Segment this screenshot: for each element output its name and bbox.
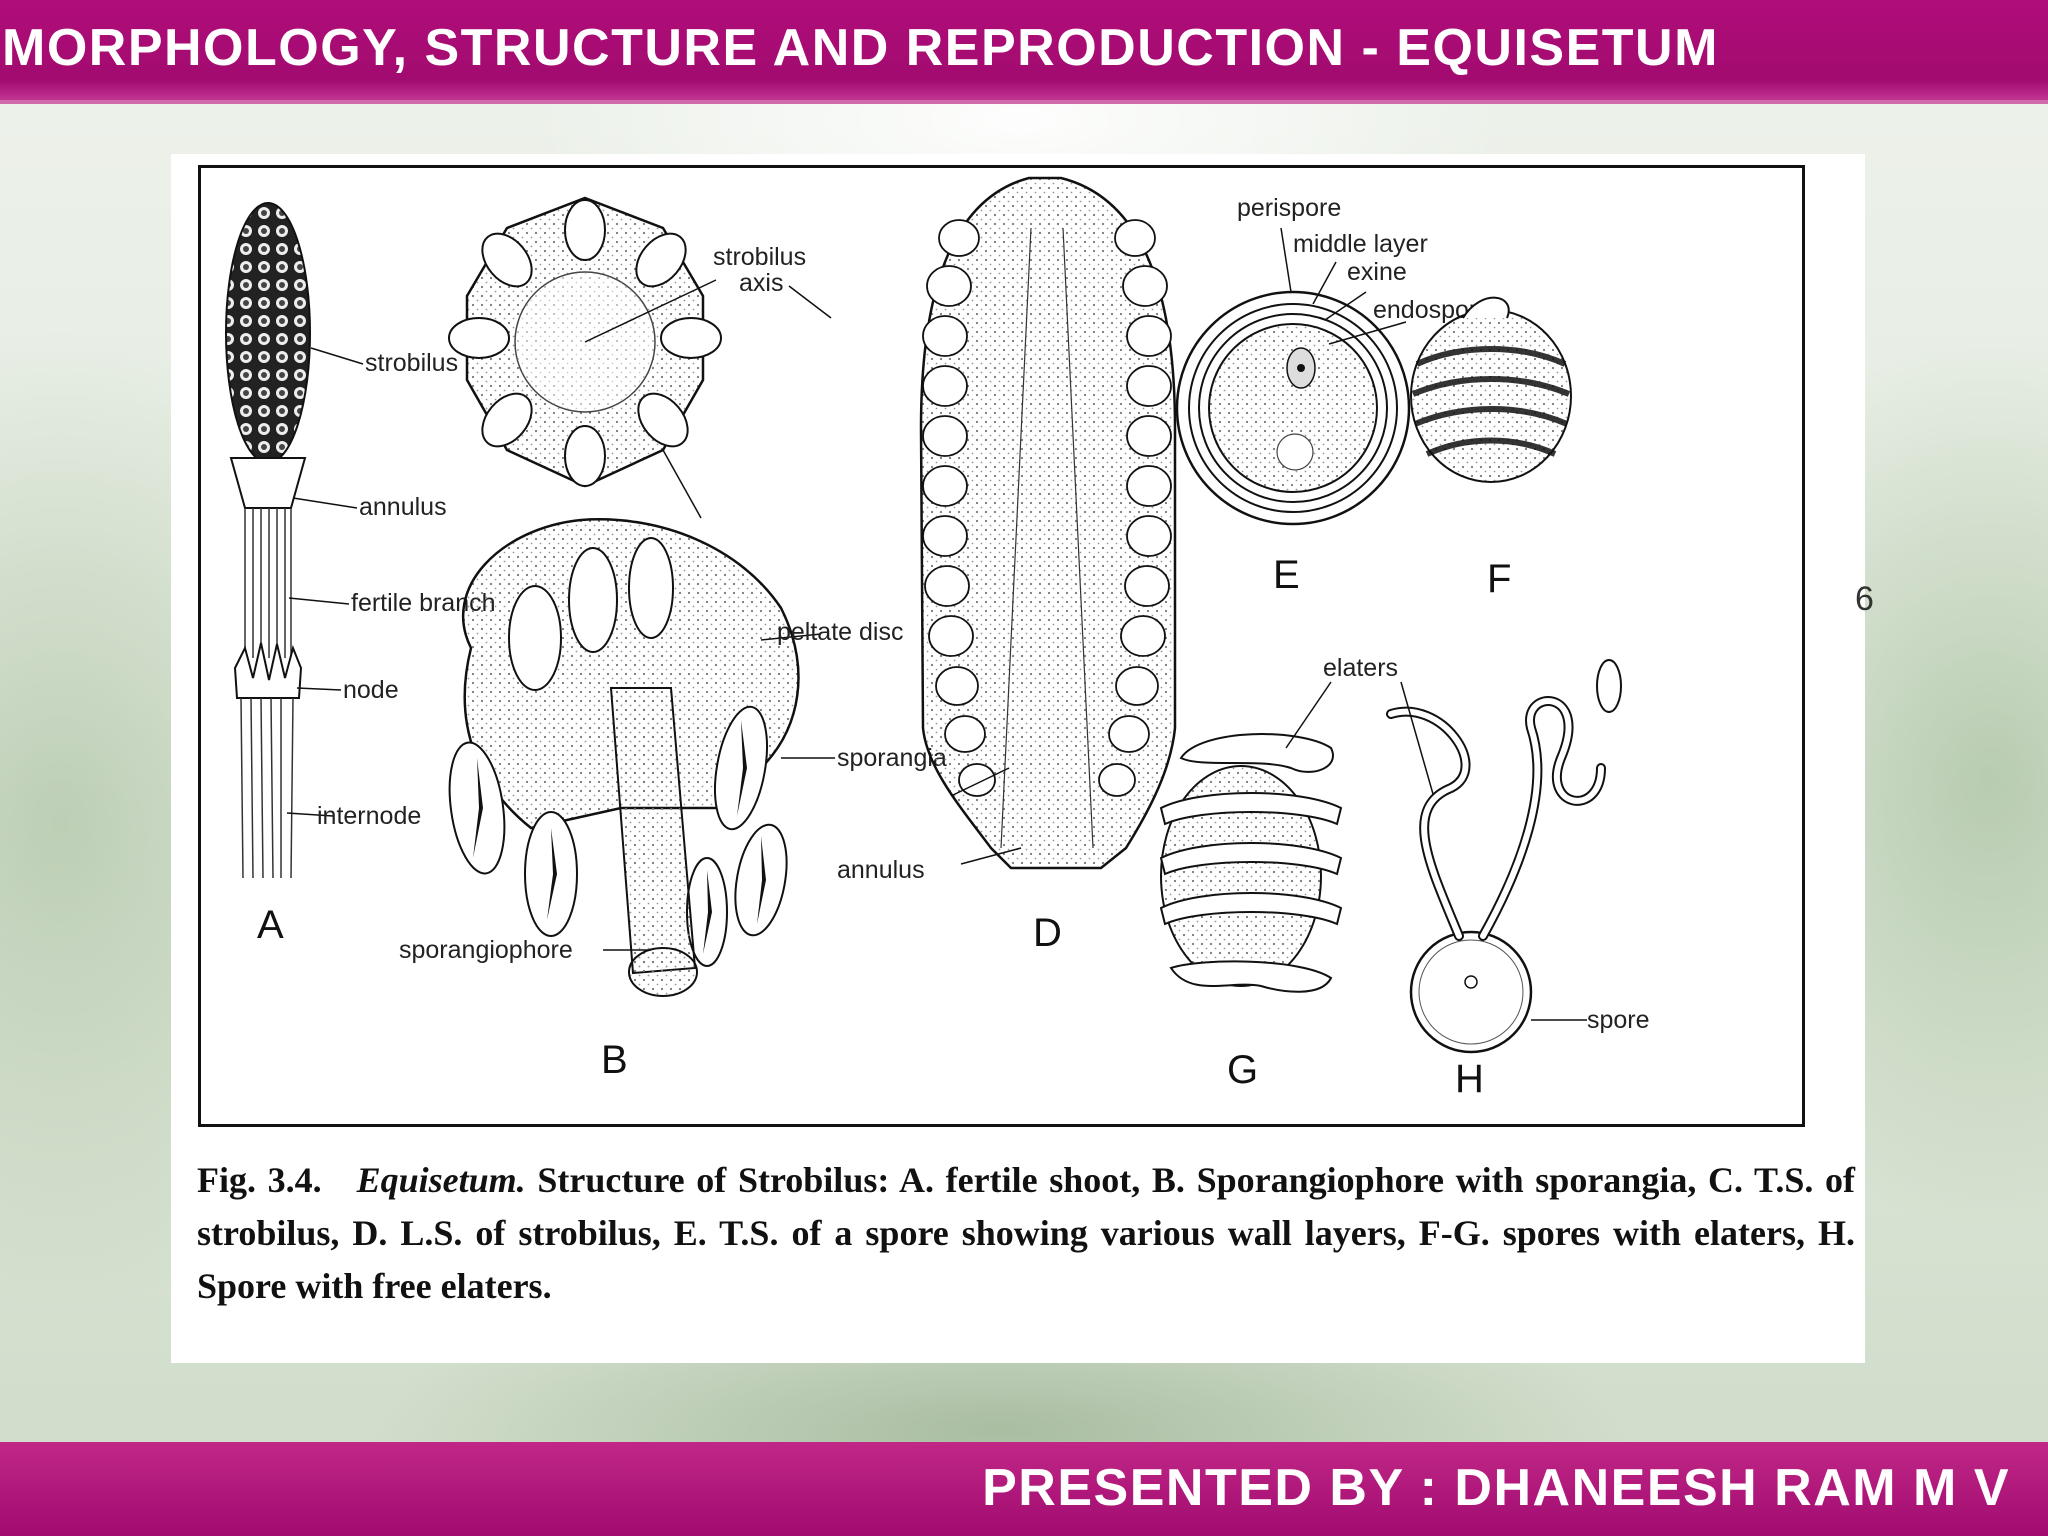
fertile-branch-stem (244, 508, 292, 658)
sporangium-ts (481, 392, 533, 448)
sporangium (714, 705, 768, 831)
sporangium (524, 811, 578, 937)
panel-letter-d: D (1033, 911, 1062, 955)
label-spore: spore (1587, 1006, 1650, 1034)
label-exine: exine (1347, 258, 1407, 286)
panel-f-spore-coiled: F (1410, 296, 1572, 601)
panel-a-fertile-shoot: strobilus annulus fertile branch node in… (225, 202, 496, 947)
label-middle-layer: middle layer (1293, 230, 1428, 258)
panel-letter-e: E (1273, 553, 1300, 597)
caption-text: Structure of Strobilus: A. fertile shoot… (197, 1160, 1855, 1306)
figure-caption: Fig. 3.4. Equisetum. Structure of Strobi… (197, 1154, 1855, 1313)
stray-page-mark: 6 (1855, 580, 1874, 618)
endospore-layer (1208, 323, 1378, 493)
internode-stem (240, 697, 294, 879)
sporangium-ts (635, 232, 687, 288)
label-strobilus-axis-line1: strobilus (713, 243, 806, 271)
label-strobilus: strobilus (365, 349, 458, 377)
sporangium-outline (508, 585, 562, 691)
spore-body-g (1160, 765, 1322, 987)
diagram-frame: strobilus annulus fertile branch node in… (198, 165, 1805, 1127)
footer-bar: PRESENTED BY : DHANEESH RAM M V (0, 1442, 2048, 1536)
label-node: node (343, 676, 399, 704)
sporangium-ts (637, 392, 689, 448)
spore-body (1410, 309, 1572, 483)
stalk-cut-end (628, 947, 698, 997)
sporangium-ts (564, 425, 606, 487)
sporangium-ts (564, 199, 606, 261)
panel-d-ls-strobilus: annulus D (837, 176, 1177, 955)
panel-c-ts-strobilus: strobilus axis C (448, 196, 832, 617)
slide-title: MORPHOLOGY, STRUCTURE AND REPRODUCTION -… (2, 19, 1719, 77)
panel-b-sporangiophore: peltate disc sporangia sporangiophore B (399, 518, 947, 1082)
label-elaters: elaters (1323, 654, 1398, 682)
sporangium-outline (628, 537, 674, 639)
caption-fig-number: Fig. 3.4. (197, 1160, 322, 1200)
sporangium-ts (448, 317, 510, 359)
panel-letter-b: B (601, 1038, 628, 1082)
panel-g-spore-elaters: G (1159, 681, 1343, 1092)
spore-h (1409, 930, 1533, 1054)
node-sheath (233, 642, 303, 699)
label-annulus-d: annulus (837, 856, 925, 884)
presenter-credit: PRESENTED BY : DHANEESH RAM M V (982, 1459, 2010, 1517)
label-perispore: perispore (1237, 194, 1341, 222)
figure-card: strobilus annulus fertile branch node in… (171, 154, 1865, 1363)
strobilus-cone (225, 202, 311, 464)
sporangium (734, 823, 788, 937)
sporangium-outline (568, 547, 618, 653)
annulus-ring (229, 457, 307, 509)
panel-letter-a: A (257, 903, 284, 947)
label-peltate-disc: peltate disc (777, 618, 903, 646)
sporangium (448, 741, 506, 875)
sporangium-ts (660, 317, 722, 359)
equisetum-diagram: strobilus annulus fertile branch node in… (225, 176, 1650, 1101)
panel-letter-g: G (1227, 1048, 1258, 1092)
label-strobilus-axis-line2: axis (739, 269, 783, 297)
caption-genus: Equisetum. (356, 1160, 526, 1200)
elater-1 (1386, 706, 1471, 941)
panel-e-spore-ts: perispore middle layer exine endospore E (1175, 194, 1491, 597)
label-internode: internode (317, 802, 421, 830)
sporangium-ts (481, 232, 533, 288)
panel-h-spore-free-elaters: elaters spore H (1323, 654, 1650, 1101)
label-annulus: annulus (359, 493, 447, 521)
strobilus-axis-ls (1000, 227, 1094, 849)
label-sporangiophore: sporangiophore (399, 936, 573, 964)
panel-letter-h: H (1455, 1057, 1484, 1101)
title-bar: MORPHOLOGY, STRUCTURE AND REPRODUCTION -… (0, 0, 2048, 104)
panel-letter-f: F (1487, 557, 1511, 601)
